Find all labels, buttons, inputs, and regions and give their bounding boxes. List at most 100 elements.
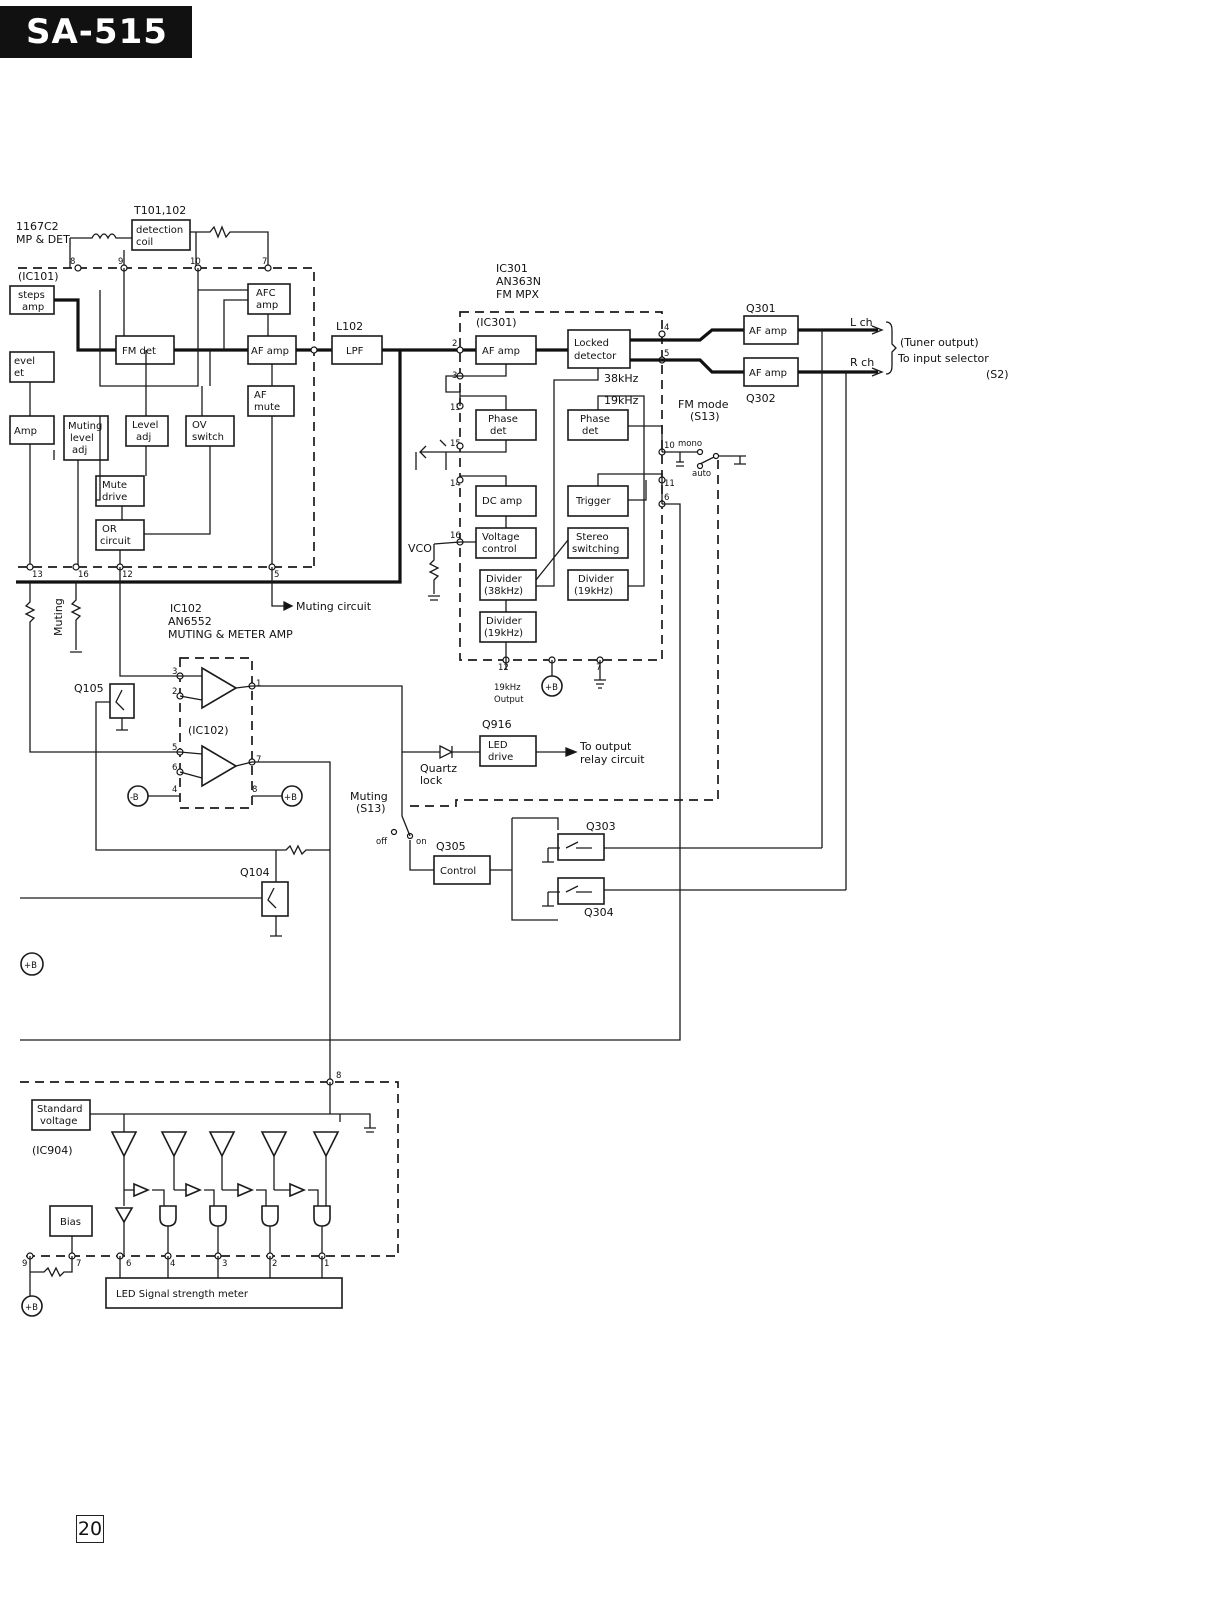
svg-text:5: 5 [664, 349, 669, 359]
output-19khz-1: 19kHz [494, 683, 521, 693]
svg-text:9: 9 [118, 257, 123, 267]
q302-label: Q302 [746, 392, 776, 405]
svg-text:mute: mute [254, 402, 280, 413]
svg-text:LPF: LPF [346, 346, 364, 357]
svg-text:det: det [582, 426, 599, 437]
ic101-outline [18, 267, 315, 567]
freq-38khz: 38kHz [604, 372, 639, 385]
svg-text:AF amp: AF amp [749, 326, 787, 337]
svg-text:(S13): (S13) [356, 802, 386, 815]
svg-text:+B: +B [284, 793, 297, 803]
svg-text:detection: detection [136, 225, 183, 236]
ic101-tag: (IC101) [18, 270, 59, 283]
ic301-label-3: FM MPX [496, 288, 539, 301]
bias-block: Bias [49, 1205, 93, 1237]
opamp-2 [201, 744, 238, 788]
svg-text:Divider: Divider [578, 574, 615, 585]
svg-text:7: 7 [596, 663, 601, 673]
svg-text:switching: switching [572, 544, 619, 555]
svg-text:10: 10 [664, 441, 675, 451]
svg-text:detector: detector [574, 351, 617, 362]
svg-text:adj: adj [72, 445, 87, 456]
svg-text:2: 2 [272, 1259, 277, 1269]
svg-text:off: off [376, 837, 388, 847]
svg-text:FM mode: FM mode [678, 398, 729, 411]
svg-text:Muting: Muting [68, 421, 102, 432]
divider-38khz-block: Divider (38kHz) [479, 569, 537, 601]
svg-text:(38kHz): (38kHz) [484, 586, 523, 597]
opamp-1 [201, 666, 238, 710]
svg-text:-B: -B [130, 793, 139, 803]
svg-text:FM det: FM det [122, 346, 156, 357]
trigger-block: Trigger [567, 485, 629, 517]
svg-text:drive: drive [488, 752, 513, 763]
svg-text:Amp: Amp [14, 426, 37, 437]
ic301-tag: (IC301) [476, 316, 517, 329]
svg-text:2: 2 [172, 687, 177, 697]
ic904-section: 8 Standard voltage (IC904) Bias 9 7 6 [20, 1071, 399, 1317]
svg-text:14: 14 [450, 479, 461, 489]
svg-text:6: 6 [664, 493, 669, 503]
svg-text:Trigger: Trigger [575, 496, 611, 507]
svg-text:amp: amp [256, 300, 278, 311]
svg-text:Divider: Divider [486, 574, 523, 585]
svg-text:12: 12 [122, 570, 133, 580]
svg-text:Muting: Muting [350, 790, 388, 803]
svg-text:1: 1 [256, 679, 261, 689]
svg-text:det: det [490, 426, 507, 437]
tuner-output-3: (S2) [986, 368, 1009, 381]
svg-text:Q104: Q104 [240, 866, 270, 879]
svg-text:Stereo: Stereo [576, 532, 609, 543]
svg-text:13: 13 [32, 570, 43, 580]
svg-text:To output: To output [579, 740, 632, 753]
svg-text:3: 3 [222, 1259, 227, 1269]
ic904-outline [20, 1081, 399, 1257]
svg-text:7: 7 [262, 257, 267, 267]
muting-switch: Muting (S13) off on [350, 752, 436, 871]
q301-af-amp-block: AF amp [743, 315, 799, 345]
svg-text:(IC904): (IC904) [32, 1144, 73, 1157]
l102-label: L102 [336, 320, 363, 333]
muting-level-adj-block: Muting level adj [63, 415, 109, 461]
output-amps-section: Q301 AF amp AF amp Q302 L ch R ch (Tuner… [743, 302, 1009, 890]
afc-amp-block: AFC amp [247, 283, 291, 315]
svg-text:IC102: IC102 [170, 602, 202, 615]
inductor-symbol [70, 233, 132, 240]
ic301-label-2: AN363N [496, 275, 541, 288]
svg-text:7: 7 [256, 755, 261, 765]
svg-text:Phase: Phase [488, 414, 518, 425]
ic301-label-1: IC301 [496, 262, 528, 275]
svg-text:Phase: Phase [580, 414, 610, 425]
dc-amp-block: DC amp [475, 485, 537, 517]
svg-text:LED: LED [488, 740, 508, 751]
svg-text:6: 6 [126, 1259, 131, 1269]
svg-text:8: 8 [336, 1071, 341, 1081]
svg-text:10: 10 [190, 257, 201, 267]
stereo-switching-block: Stereo switching [567, 527, 629, 559]
svg-text:+B: +B [25, 1303, 38, 1313]
svg-text:16: 16 [78, 570, 89, 580]
led-drive-block: LED drive [479, 735, 537, 767]
svg-text:6: 6 [172, 763, 177, 773]
svg-text:MUTING & METER AMP: MUTING & METER AMP [168, 628, 293, 641]
voltage-control-block: Voltage control [475, 527, 537, 559]
freq-19khz: 19kHz [604, 394, 639, 407]
svg-text:+B: +B [24, 961, 37, 971]
level-det-block: evel et [9, 351, 55, 383]
svg-text:control: control [482, 544, 517, 555]
svg-text:switch: switch [192, 432, 224, 443]
ic102-section: IC102 AN6552 MUTING & METER AMP (IC102) … [29, 567, 430, 1082]
q916-section: Q916 LED drive To output relay circuit Q… [420, 718, 645, 787]
ic101-label-1: 1167C2 [16, 220, 59, 233]
steps-amp-block: steps amp [9, 285, 55, 315]
svg-text:9: 9 [22, 1259, 27, 1269]
page-number: 20 [76, 1515, 104, 1543]
lpf-block: LPF [331, 335, 383, 365]
level-adj-block: Level adj [125, 415, 169, 447]
svg-text:4: 4 [170, 1259, 175, 1269]
svg-text:DC amp: DC amp [482, 496, 522, 507]
svg-text:AF amp: AF amp [749, 368, 787, 379]
svg-text:4: 4 [172, 785, 177, 795]
svg-text:13: 13 [450, 403, 461, 413]
